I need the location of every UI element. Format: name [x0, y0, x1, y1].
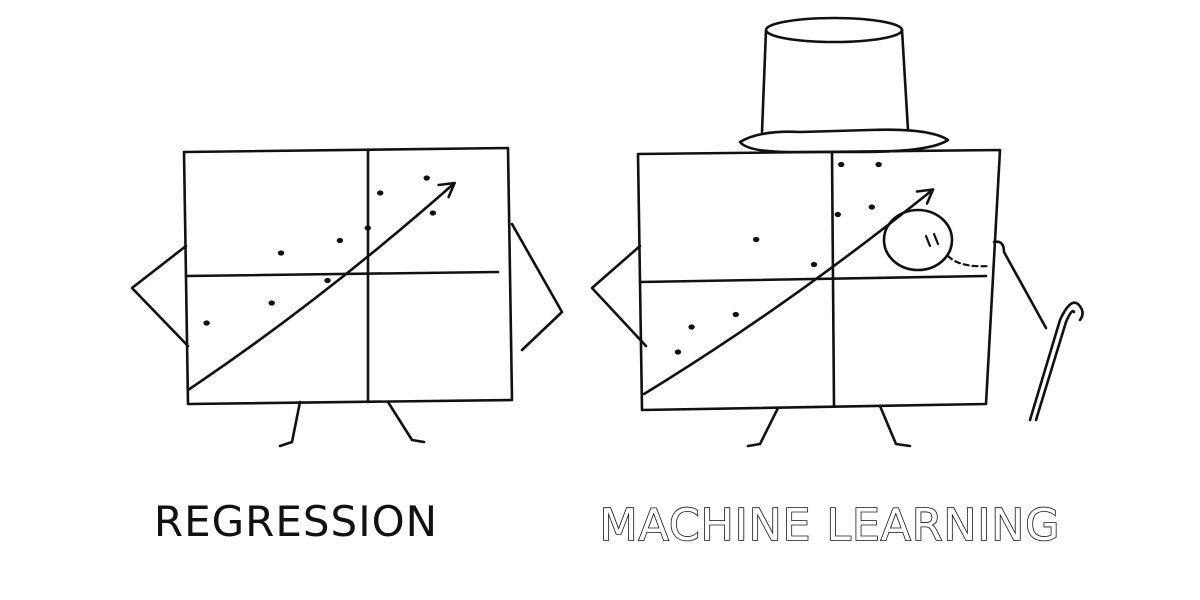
- ml-right-leg: [878, 404, 912, 448]
- scatter-point: [268, 300, 275, 306]
- trend-line: [186, 181, 456, 392]
- scatter-point: [834, 211, 841, 218]
- ml-left-leg: [746, 406, 780, 448]
- ml-body: [636, 148, 1002, 412]
- trend-line: [642, 188, 935, 396]
- scatter-point: [875, 161, 882, 168]
- monocle: [882, 208, 992, 272]
- regression-character: [130, 146, 564, 448]
- regression-right-arm: [510, 222, 564, 352]
- scatter-point: [203, 320, 210, 326]
- scatter-point: [429, 210, 437, 216]
- scatter-point: [277, 250, 285, 256]
- scatter-point: [364, 225, 371, 231]
- scatter-point: [674, 349, 682, 355]
- regression-caption: REGRESSION: [154, 497, 438, 546]
- scatter-point: [423, 175, 430, 181]
- cane: [1028, 301, 1084, 422]
- regression-x-axis: [184, 270, 500, 278]
- regression-right-leg: [386, 400, 426, 444]
- regression-body: [182, 146, 514, 406]
- scatter-point: [324, 277, 331, 284]
- regression-left-arm: [130, 244, 190, 348]
- machine-learning-caption: MACHINE LEARNING: [600, 500, 1061, 551]
- regression-left-leg: [278, 400, 302, 448]
- scatter-point: [810, 261, 818, 268]
- arrow-head: [915, 188, 935, 205]
- regression-scatter: [203, 175, 437, 326]
- scatter-point: [753, 236, 760, 243]
- ml-scatter: [674, 161, 882, 355]
- scatter-point: [377, 190, 384, 196]
- machine-learning-character: [590, 16, 1084, 448]
- ml-trend-arrow: [642, 188, 935, 396]
- ml-right-arm: [992, 240, 1048, 330]
- ml-left-arm: [590, 244, 648, 348]
- ml-x-axis: [638, 274, 988, 284]
- scatter-point: [336, 237, 344, 244]
- scatter-point: [732, 311, 739, 318]
- top-hat: [738, 16, 950, 154]
- regression-trend-arrow: [186, 181, 456, 392]
- ml-y-axis: [830, 150, 836, 408]
- scatter-point: [868, 204, 875, 210]
- arrow-head: [437, 181, 456, 199]
- scatter-point: [688, 324, 695, 330]
- scatter-point: [838, 161, 845, 168]
